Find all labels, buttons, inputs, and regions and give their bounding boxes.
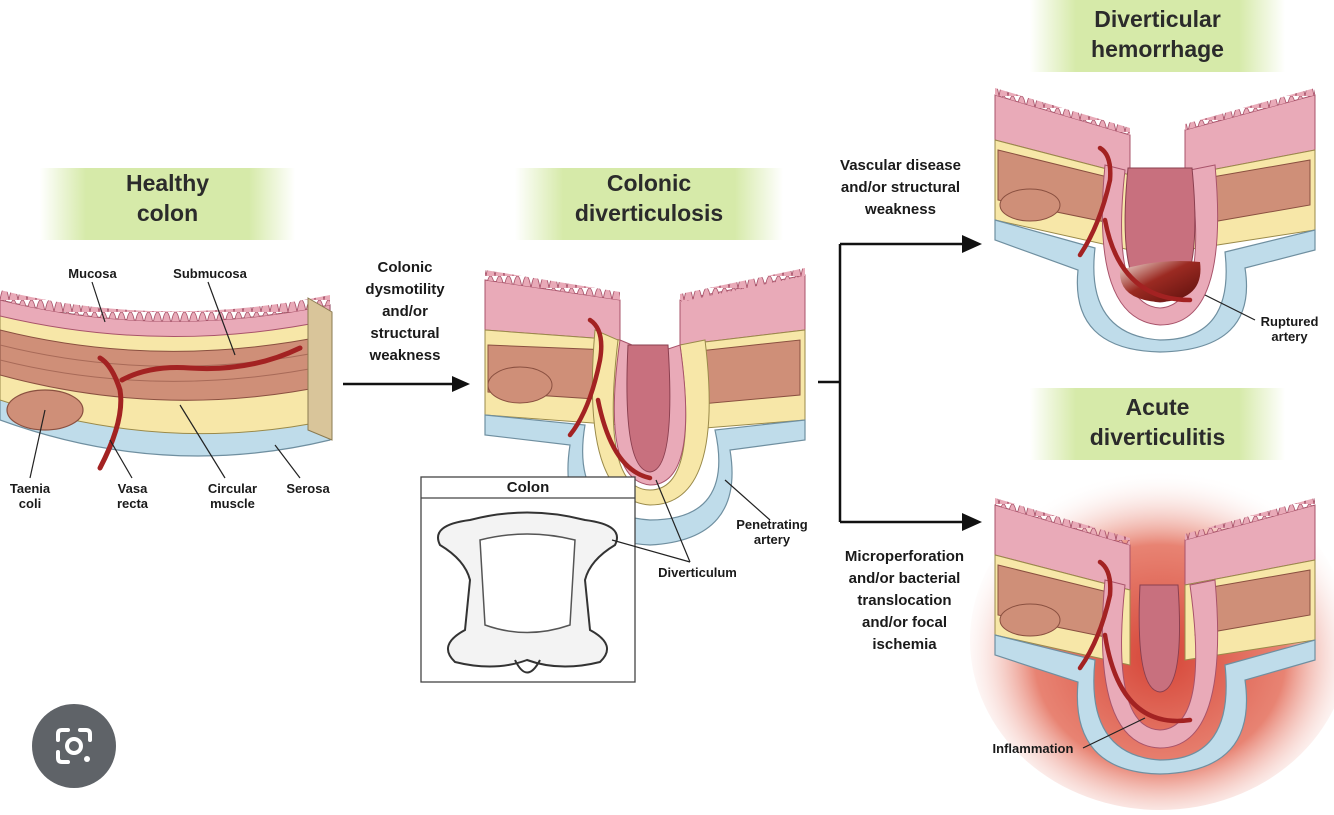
transition-vascular-disease: Vascular disease and/or structural weakn…: [840, 157, 961, 218]
label-mucosa: Mucosa: [68, 266, 117, 281]
diverticulosis-section: [484, 268, 806, 546]
label-serosa: Serosa: [286, 481, 330, 496]
label-submucosa: Submucosa: [173, 266, 247, 281]
diverticulitis-section: [970, 470, 1334, 810]
hemorrhage-section: [994, 88, 1316, 353]
label-inflammation: Inflammation: [992, 741, 1074, 756]
healthy-colon-section: [0, 290, 333, 471]
transition-colonic-dysmotility: Colonic dysmotility and/or structural we…: [365, 259, 445, 364]
label-diverticulum: Diverticulum: [658, 565, 737, 580]
transition-microperforation: Microperforation and/or bacterial transl…: [844, 548, 965, 653]
flow-arrows: [343, 235, 982, 531]
google-lens-button[interactable]: [32, 704, 116, 788]
google-lens-icon: [56, 728, 92, 764]
leader-lines: [29, 281, 1256, 749]
colon-inset: [420, 476, 636, 683]
label-colon-inset: Colon: [506, 479, 550, 496]
